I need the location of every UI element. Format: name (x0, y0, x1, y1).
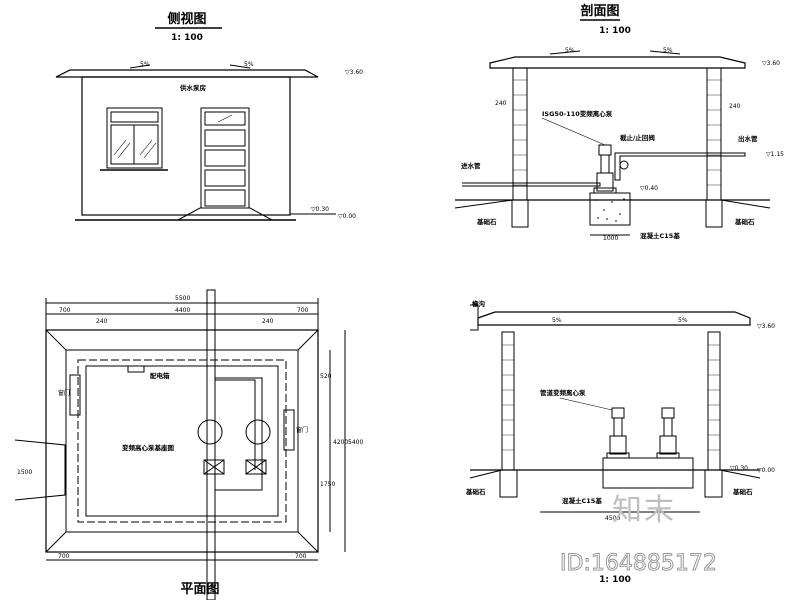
plan-pump-base-1 (203, 459, 225, 475)
plan-dim-700d: 700 (295, 553, 307, 560)
plan-pump-base-2 (245, 459, 267, 475)
plan-inlet (14, 439, 66, 501)
plan-dim-700a: 700 (59, 307, 71, 314)
base-stone-left-a (511, 199, 529, 228)
level-top: ▽3.60 (345, 69, 363, 76)
window (106, 107, 163, 169)
wall-left-a (512, 67, 528, 201)
slope-right: 5% (244, 61, 254, 68)
level-top-b: ▽3.60 (757, 323, 775, 330)
roof-slab-a (489, 56, 746, 69)
wall-left-b (501, 331, 515, 471)
level-ground-b: ▽0.00 (757, 467, 775, 474)
base-label-left-b: 基础石 (465, 487, 486, 496)
pump-label-a: ISG50-110变频离心泵 (542, 109, 613, 118)
slope-left-b: 5% (552, 317, 562, 324)
slope-right-b: 5% (678, 317, 688, 324)
plan-dim-right-c: 5400 (348, 439, 363, 446)
section-b-scale: 1: 100 (599, 575, 631, 585)
watermark-logo: 知末 (612, 493, 676, 528)
level-pipe-a: ▽1.15 (766, 151, 784, 158)
base-label-right-a: 基础石 (734, 217, 755, 226)
plan-dim-240a: 240 (96, 318, 108, 325)
outlet-pipe-a (614, 152, 746, 181)
pipe-in-label-a: 进水管 (461, 161, 481, 170)
plan-title: 平面图 (180, 582, 219, 597)
concrete-label-a: 混凝土C15基 (640, 231, 680, 240)
pump-b-1 (606, 407, 630, 459)
wall-outline-outer (65, 349, 299, 533)
wall-sign: 供水泵房 (179, 83, 207, 92)
plan-dim-right-b: 4200 (333, 439, 348, 446)
plan-main-pipe (206, 289, 216, 600)
entrance-steps (177, 207, 273, 221)
level-floor-a: ▽0.40 (640, 185, 658, 192)
plan-dim-right-a: 520 (320, 373, 332, 380)
section-a: 剖面图 1: 100 5% 5% ▽3.60 240 240 基础石 基础石 混… (454, 3, 784, 242)
concrete-label-b: 混凝土C15基 (562, 496, 602, 505)
plan-dim-total: 5500 (175, 295, 190, 302)
valve-label-a: 截止/止回阀 (620, 133, 655, 142)
plan-window-label-a: 窗门 (58, 389, 70, 397)
wall-right-b (707, 331, 721, 471)
wall-dim-left-a: 240 (495, 100, 507, 107)
side-elevation-title: 侧视图 (167, 11, 206, 27)
section-a-scale: 1: 100 (599, 26, 631, 36)
plan-pump-label: 变频高心泵基座图 (122, 443, 175, 452)
door (200, 107, 250, 209)
wall-centerline (77, 359, 287, 523)
base-stone-right-a (705, 199, 723, 228)
floor-plan: 5500 4400 700 700 240 240 窗门 窗门 1500 配电箱… (14, 289, 363, 600)
plan-dim-right-d: 1750 (320, 481, 335, 488)
check-valve-a (619, 160, 629, 170)
plan-pump-circle-1 (197, 419, 223, 445)
section-b: 檐沟 5% 5% ▽3.60 基础石 基础石 ▽0.30 混凝土C15基 450… (465, 299, 775, 585)
building-wall (81, 76, 291, 216)
roof-slab-b (477, 311, 751, 326)
base-label-left-a: 基础石 (476, 217, 497, 226)
gutter-label-b: 檐沟 (472, 299, 486, 308)
plan-pump-circle-2 (245, 419, 271, 445)
level-plinth: ▽0.30 (311, 206, 329, 213)
base-stone-left-b (499, 469, 518, 498)
plan-dim-240b: 240 (262, 318, 274, 325)
side-elevation: 侧视图 1: 100 5% 5% 供水泵房 ▽3.60 ▽0. (55, 11, 363, 221)
plan-dim-700c: 700 (58, 553, 70, 560)
inlet-pipe-a (462, 182, 601, 187)
pipe-out-label-a: 出水管 (738, 134, 758, 143)
pump-foundation-b (602, 457, 694, 489)
side-elevation-scale: 1: 100 (171, 33, 203, 43)
wall-outline-inner (85, 365, 279, 517)
plan-dim-700b: 700 (297, 307, 309, 314)
pump-b-2 (656, 407, 680, 459)
watermark-id: ID:164885172 (560, 551, 717, 576)
dim-base-a: 1000 (603, 235, 618, 242)
plan-branch-pipe (215, 377, 263, 491)
plan-window-label-b: 窗门 (296, 426, 308, 434)
wall-dim-right-a: 240 (729, 103, 741, 110)
base-stone-right-b (704, 469, 723, 498)
pump-foundation-a (589, 192, 631, 226)
level-side-b: ▽0.30 (730, 465, 748, 472)
slope-left-a: 5% (565, 47, 575, 54)
base-label-right-b: 基础石 (732, 487, 753, 496)
roof-outline (45, 329, 319, 553)
wall-right-a (706, 67, 722, 201)
roof-eave (55, 69, 319, 78)
pump-label-b: 管道变频离心泵 (540, 388, 586, 397)
slope-right-a: 5% (663, 47, 673, 54)
level-ground: ▽0.00 (338, 213, 356, 220)
plan-dim-left: 1500 (17, 469, 32, 476)
level-top-a: ▽3.60 (762, 60, 780, 67)
plan-dim-inner: 4400 (175, 307, 190, 314)
slope-left: 5% (140, 61, 150, 68)
dim-bottom-b: 4500 (605, 515, 620, 522)
plan-board-label: 配电箱 (150, 371, 170, 380)
section-a-title: 剖面图 (580, 3, 619, 19)
